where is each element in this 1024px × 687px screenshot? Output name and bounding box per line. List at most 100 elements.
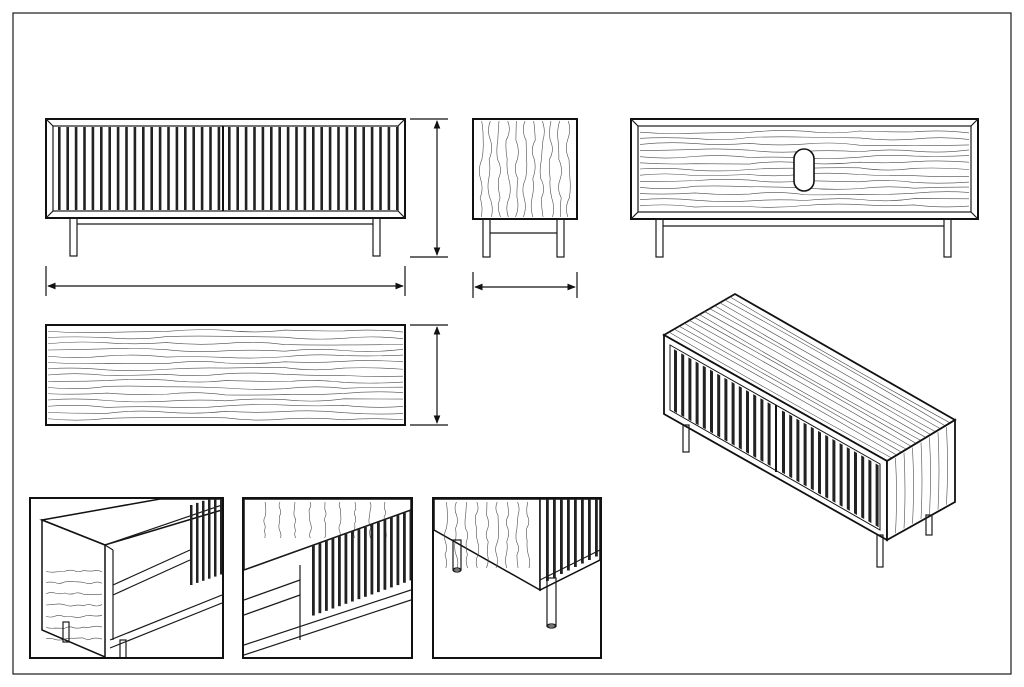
slat xyxy=(325,540,328,611)
slat xyxy=(214,499,217,577)
grain-line xyxy=(709,308,931,435)
slat xyxy=(331,538,335,609)
slat xyxy=(396,515,400,586)
slat xyxy=(357,529,361,600)
grain-line xyxy=(639,136,970,141)
slat xyxy=(196,502,199,583)
front-leg-left xyxy=(69,217,78,257)
grain-line xyxy=(673,328,897,456)
slat xyxy=(379,127,382,210)
slat xyxy=(312,545,315,616)
grain-line xyxy=(679,325,902,453)
slat xyxy=(228,127,231,210)
grain-line xyxy=(487,120,493,218)
grain-line xyxy=(47,354,404,359)
grain-line xyxy=(338,501,342,539)
detail-left-corner xyxy=(29,497,224,659)
slat xyxy=(116,127,120,210)
grain-line xyxy=(47,335,404,340)
slat xyxy=(695,361,699,426)
detail3-slats xyxy=(546,499,598,581)
slat xyxy=(546,499,549,581)
grain-line xyxy=(454,501,459,569)
slat xyxy=(861,455,865,520)
slat xyxy=(868,459,872,524)
grain-line xyxy=(937,432,940,510)
grain-line xyxy=(47,398,404,403)
slat xyxy=(158,127,162,210)
slat xyxy=(717,373,721,438)
grain-line xyxy=(47,329,404,334)
detail-sliding-door xyxy=(242,497,413,659)
grain-line xyxy=(668,331,892,459)
slat xyxy=(125,127,128,210)
grain-line xyxy=(47,391,404,396)
side-elevation xyxy=(472,118,578,258)
slat xyxy=(328,127,332,210)
slat xyxy=(345,127,349,210)
cable-hole xyxy=(793,148,815,192)
slat xyxy=(217,127,221,210)
isometric-view xyxy=(662,292,957,568)
slat xyxy=(710,369,713,434)
slat xyxy=(581,499,584,564)
grain-line xyxy=(639,130,970,134)
slat xyxy=(244,127,248,210)
detail2-slats xyxy=(312,510,411,616)
grain-line xyxy=(47,417,404,421)
slat xyxy=(278,127,281,210)
slat xyxy=(390,517,393,588)
slat xyxy=(403,512,406,583)
iso-side-grain xyxy=(895,427,948,534)
grain-line xyxy=(47,372,404,377)
grain-line xyxy=(45,592,103,595)
slat xyxy=(846,447,850,511)
plan-depth-dimension xyxy=(410,324,448,426)
grain-line xyxy=(293,501,297,539)
grain-line xyxy=(699,314,922,441)
grain-line xyxy=(565,120,571,218)
slat xyxy=(200,127,204,210)
grain-line xyxy=(45,615,103,618)
grain-line xyxy=(47,379,404,384)
slat xyxy=(753,394,757,458)
slat xyxy=(236,127,239,210)
slat xyxy=(789,414,793,479)
detail3-grain xyxy=(444,501,531,569)
front-door-slats xyxy=(58,127,399,210)
grain-line xyxy=(724,299,946,427)
slat xyxy=(108,127,111,210)
slat xyxy=(560,499,563,574)
detail-leg-joint xyxy=(432,497,602,659)
grain-line xyxy=(47,341,404,346)
grain-line xyxy=(912,447,914,524)
grain-line xyxy=(903,452,906,529)
slat xyxy=(261,127,265,210)
grain-line xyxy=(475,501,480,569)
slat xyxy=(364,526,367,597)
slat xyxy=(286,127,290,210)
height-dimension xyxy=(410,118,448,258)
slat xyxy=(354,127,357,210)
slat xyxy=(810,426,814,491)
slat xyxy=(295,127,298,210)
slat xyxy=(74,127,78,210)
grain-line xyxy=(353,501,357,539)
slat xyxy=(370,127,374,210)
slat xyxy=(724,377,728,442)
grain-line xyxy=(539,120,545,218)
slat xyxy=(192,127,195,210)
grain-line xyxy=(495,501,499,569)
grain-line xyxy=(47,360,404,364)
grain-line xyxy=(47,367,404,371)
slat xyxy=(202,500,205,581)
slat xyxy=(825,434,829,499)
grain-line xyxy=(45,637,103,641)
slat xyxy=(370,524,374,595)
slat xyxy=(387,127,391,210)
slat xyxy=(344,533,348,604)
slat xyxy=(83,127,86,210)
slat xyxy=(377,522,380,593)
